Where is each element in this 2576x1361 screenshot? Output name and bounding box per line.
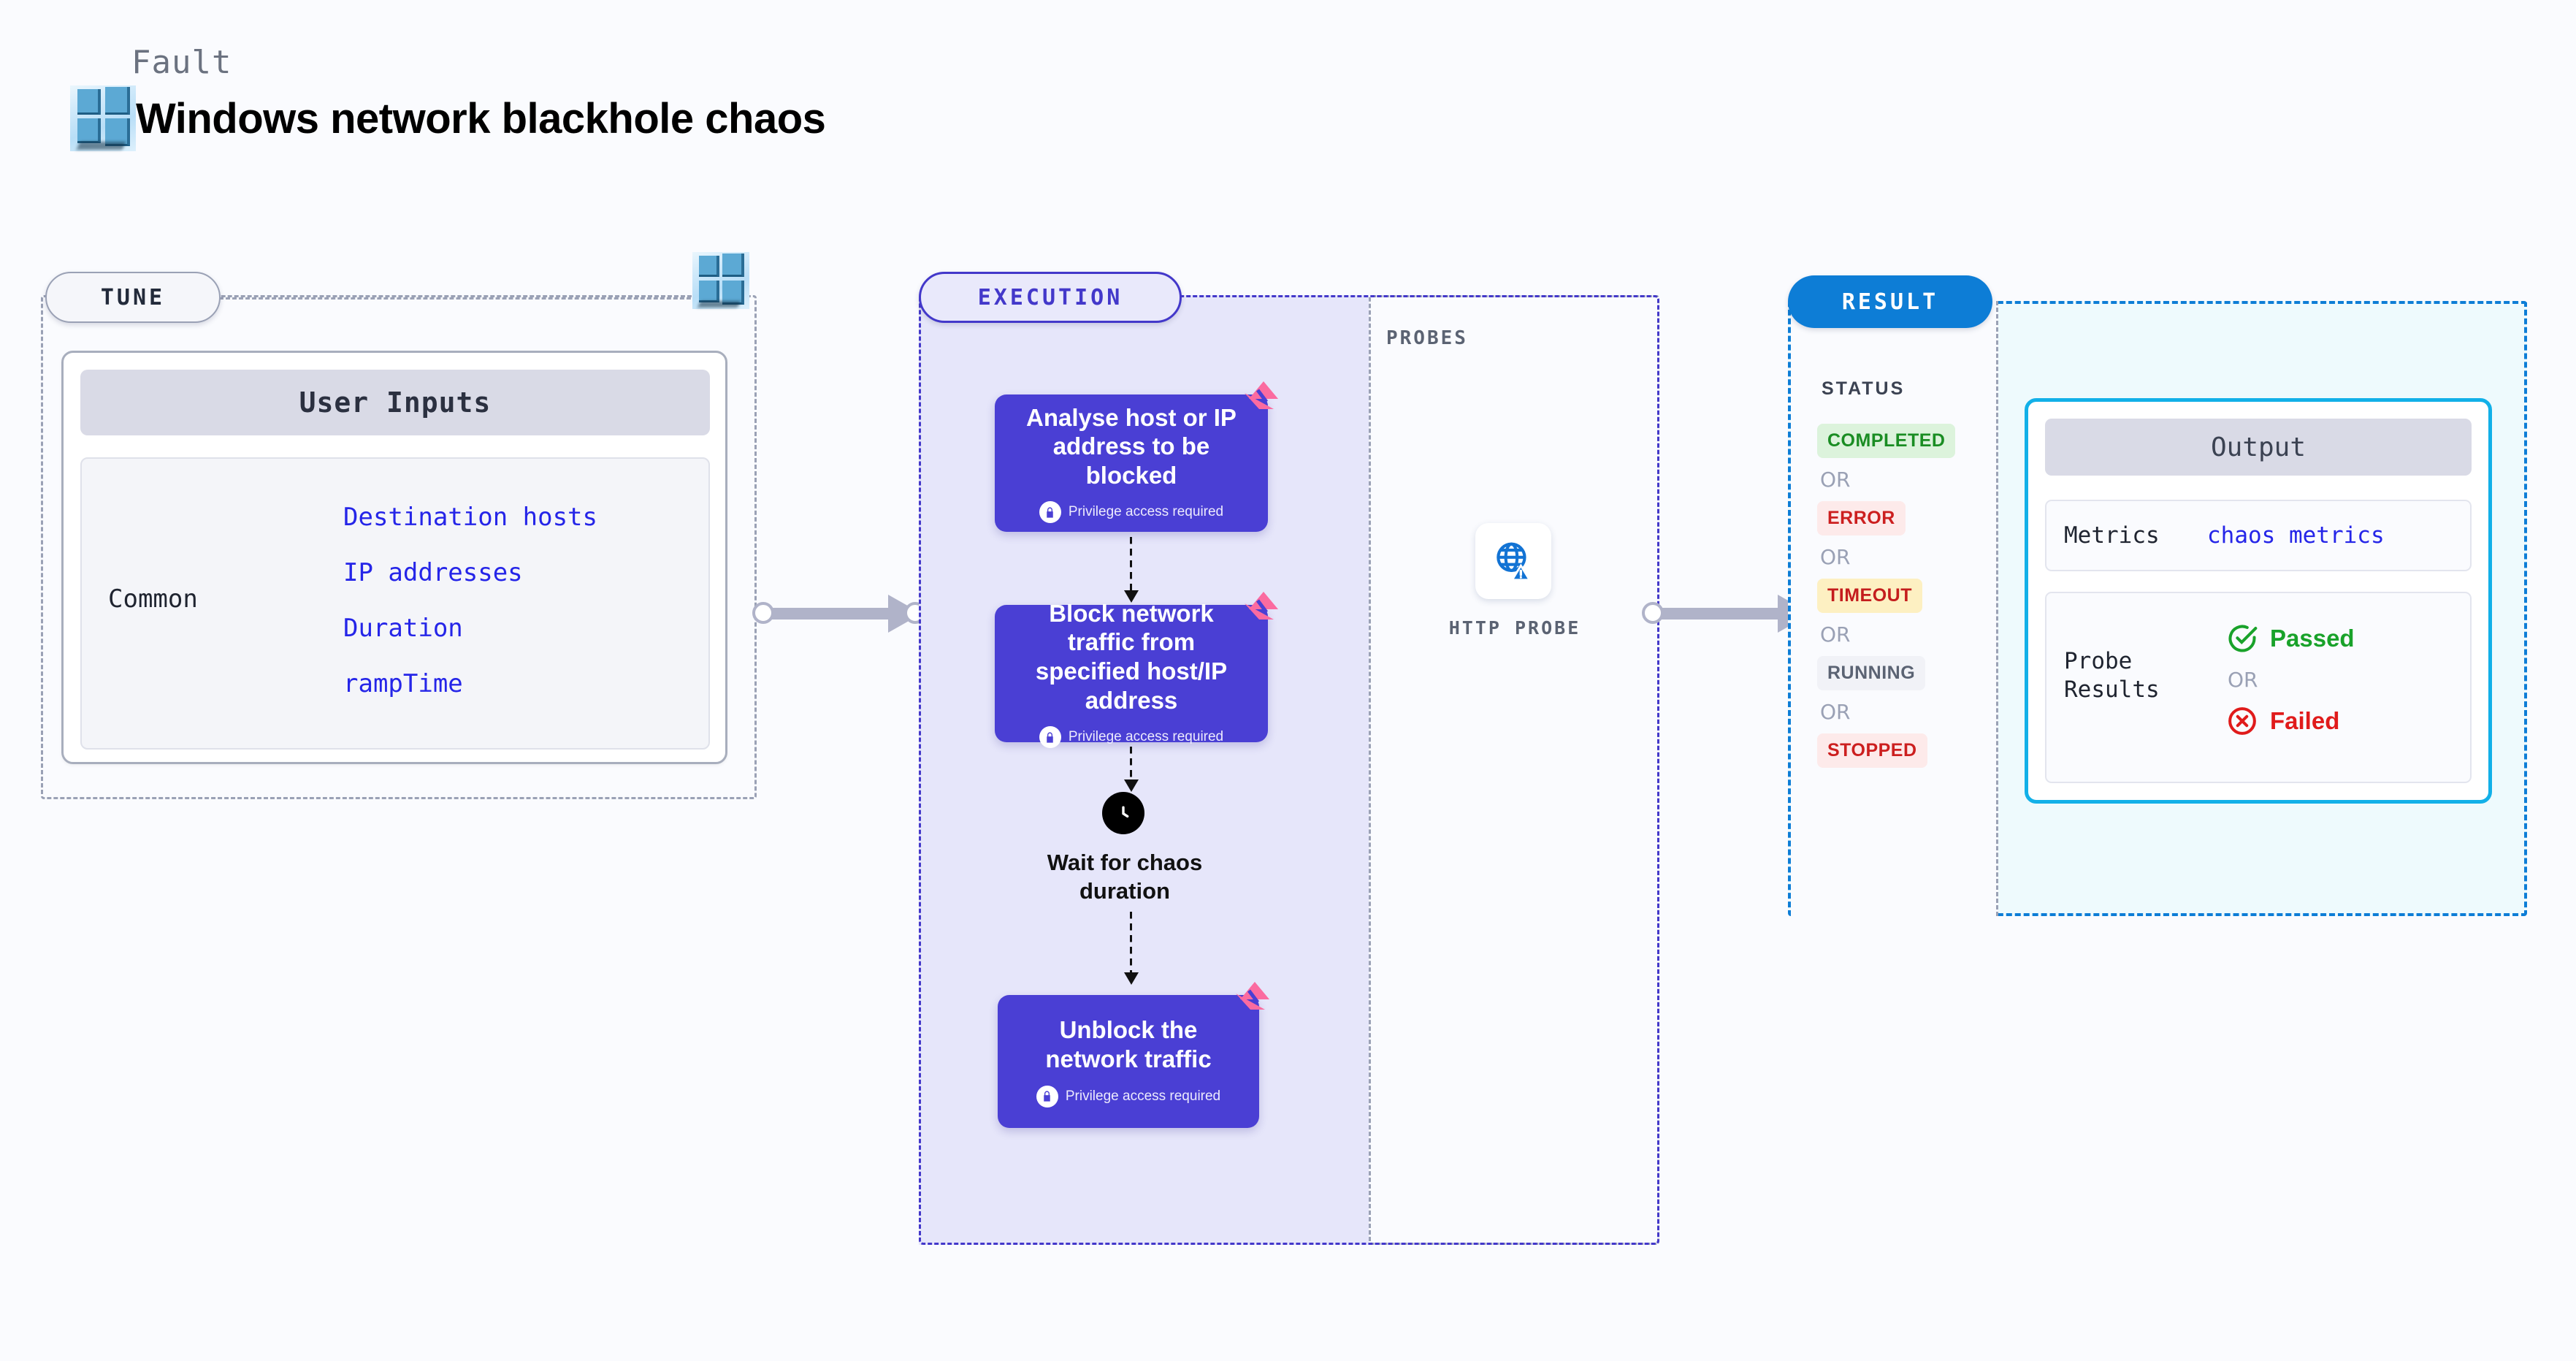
- globe-warning-icon[interactable]: [1475, 523, 1551, 599]
- status-list: COMPLETED OR ERROR OR TIMEOUT OR RUNNING…: [1817, 424, 1992, 768]
- step-privilege-note: Privilege access required: [1036, 1085, 1221, 1108]
- execution-pill[interactable]: EXECUTION: [919, 272, 1182, 323]
- tune-param[interactable]: rampTime: [343, 669, 463, 698]
- step-privilege-note: Privilege access required: [1039, 501, 1224, 524]
- step-connector: [1124, 912, 1139, 985]
- or-separator: OR: [2228, 668, 2258, 692]
- probe-result-failed: Failed: [2226, 705, 2355, 737]
- probes-region: [1369, 295, 1659, 1245]
- status-badge: TIMEOUT: [1817, 579, 1922, 613]
- probes-section-label: PROBES: [1386, 327, 1468, 349]
- tune-group-label: Common: [108, 584, 198, 614]
- step-connector: [1124, 537, 1139, 603]
- litmus-chaos-badge-icon: [1233, 980, 1272, 1017]
- lock-icon: [1039, 501, 1061, 524]
- status-badge: RUNNING: [1817, 656, 1926, 690]
- metrics-row: Metrics chaos metrics: [2045, 500, 2472, 571]
- wait-label: Wait for chaos duration: [1047, 850, 1203, 904]
- tune-param-list: Destination hosts IP addresses Duration …: [343, 489, 708, 712]
- x-circle-icon: [2228, 707, 2256, 735]
- tune-windows-logo-icon: [692, 252, 749, 309]
- step-title: Unblock the network traffic: [1045, 1016, 1212, 1072]
- status-badge: COMPLETED: [1817, 424, 1956, 458]
- or-separator: OR: [1820, 468, 1851, 492]
- tune-pill[interactable]: TUNE: [45, 272, 221, 323]
- tune-param[interactable]: Destination hosts: [343, 503, 597, 532]
- tune-region: [41, 295, 757, 799]
- result-pill[interactable]: RESULT: [1788, 275, 1992, 328]
- or-separator: OR: [1820, 545, 1851, 569]
- status-section-label: STATUS: [1822, 378, 1906, 399]
- execution-region: [919, 295, 1659, 1245]
- execution-step-card[interactable]: Unblock the network traffic Privilege ac…: [998, 982, 1269, 1128]
- page-header: Fault Windows network blackhole chaos: [70, 44, 826, 151]
- execution-step-card[interactable]: Analyse host or IP address to be blocked…: [995, 381, 1278, 532]
- tune-leader-line: [219, 297, 730, 300]
- clock-icon: [1102, 792, 1144, 834]
- or-separator: OR: [1820, 700, 1851, 724]
- connector-tune-to-execution: [752, 595, 928, 633]
- step-connector: [1124, 747, 1139, 792]
- litmus-chaos-badge-icon: [1242, 380, 1281, 416]
- failed-label: Failed: [2270, 707, 2340, 734]
- step-privilege-note: Privilege access required: [1039, 726, 1224, 749]
- or-separator: OR: [1820, 622, 1851, 647]
- http-probe-label: HTTP PROBE: [1448, 617, 1581, 638]
- step-title: Block network traffic from specified hos…: [1035, 599, 1228, 714]
- tune-param[interactable]: IP addresses: [343, 558, 523, 587]
- step-privilege-text: Privilege access required: [1068, 729, 1224, 745]
- lock-icon: [1036, 1085, 1058, 1108]
- tune-params-box: [80, 457, 710, 750]
- execution-step-card[interactable]: Block network traffic from specified hos…: [995, 592, 1278, 749]
- step-title: Analyse host or IP address to be blocked: [1026, 403, 1237, 489]
- probe-results-label: Probe Results: [2064, 648, 2160, 703]
- litmus-chaos-badge-icon: [1242, 590, 1281, 627]
- metrics-value[interactable]: chaos metrics: [2207, 522, 2385, 549]
- status-badge: STOPPED: [1817, 733, 1927, 768]
- lock-icon: [1039, 726, 1061, 749]
- fault-label: Fault: [131, 44, 232, 81]
- windows-logo-icon: [70, 85, 136, 151]
- step-privilege-text: Privilege access required: [1065, 1088, 1221, 1104]
- passed-label: Passed: [2270, 625, 2355, 652]
- metrics-label: Metrics: [2064, 522, 2160, 549]
- user-inputs-header: User Inputs: [80, 370, 710, 435]
- step-privilege-text: Privilege access required: [1068, 504, 1224, 520]
- tune-param[interactable]: Duration: [343, 614, 463, 643]
- output-header: Output: [2045, 419, 2472, 476]
- probe-result-passed: Passed: [2226, 622, 2355, 655]
- probe-results-row: Probe Results Passed OR Failed: [2045, 592, 2472, 783]
- page-title: Windows network blackhole chaos: [136, 94, 826, 142]
- check-circle-icon: [2228, 625, 2258, 652]
- status-badge: ERROR: [1817, 501, 1906, 535]
